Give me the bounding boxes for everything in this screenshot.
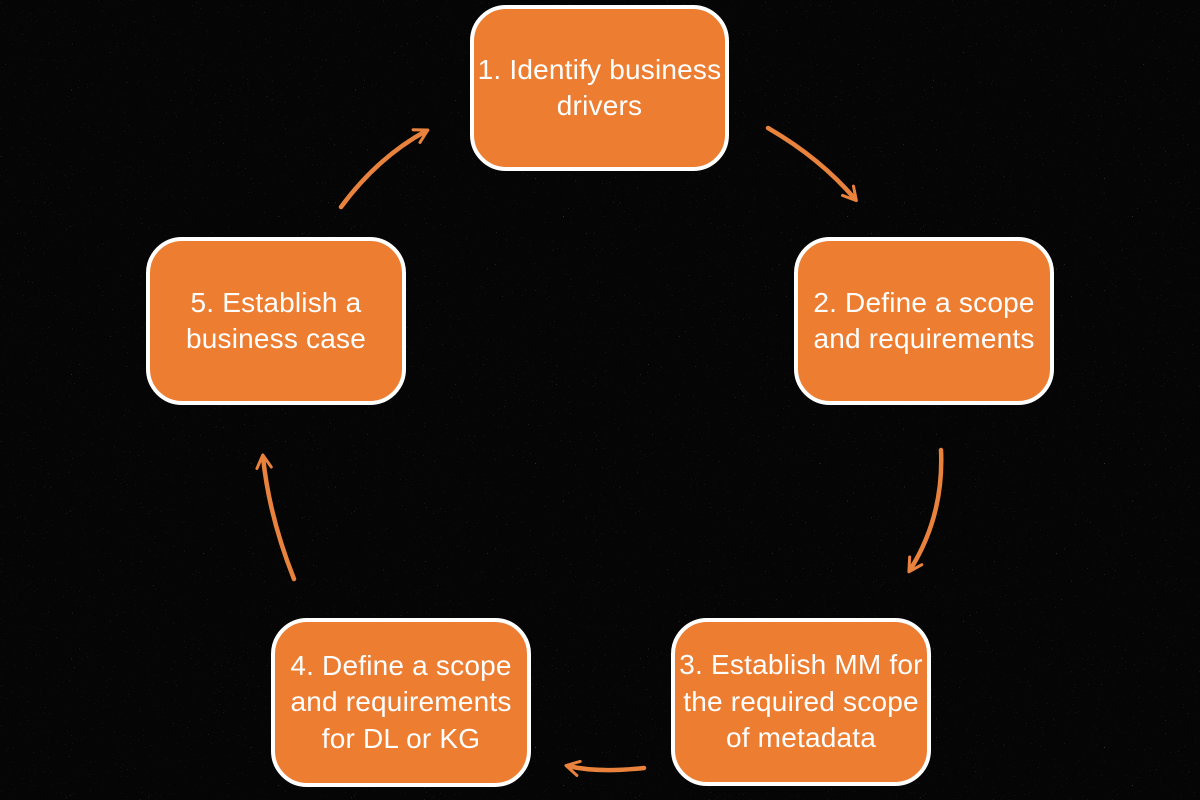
arrow-3-to-4 xyxy=(564,759,647,777)
arrow-5-to-1 xyxy=(338,128,430,210)
arrow-1-to-2 xyxy=(765,125,858,203)
arrow-2-to-3 xyxy=(907,447,944,574)
node-4-define-scope-for-dl-or-kg: 4. Define a scope and requirements for D… xyxy=(271,618,531,787)
node-5-establish-business-case: 5. Establish a business case xyxy=(146,237,406,405)
arrow-4-to-5 xyxy=(255,453,297,582)
node-3-establish-mm-for-required-scope: 3. Establish MM for the required scope o… xyxy=(671,618,931,786)
node-2-define-scope-and-requirements: 2. Define a scope and requirements xyxy=(794,237,1054,405)
node-1-identify-business-drivers: 1. Identify business drivers xyxy=(470,5,729,171)
